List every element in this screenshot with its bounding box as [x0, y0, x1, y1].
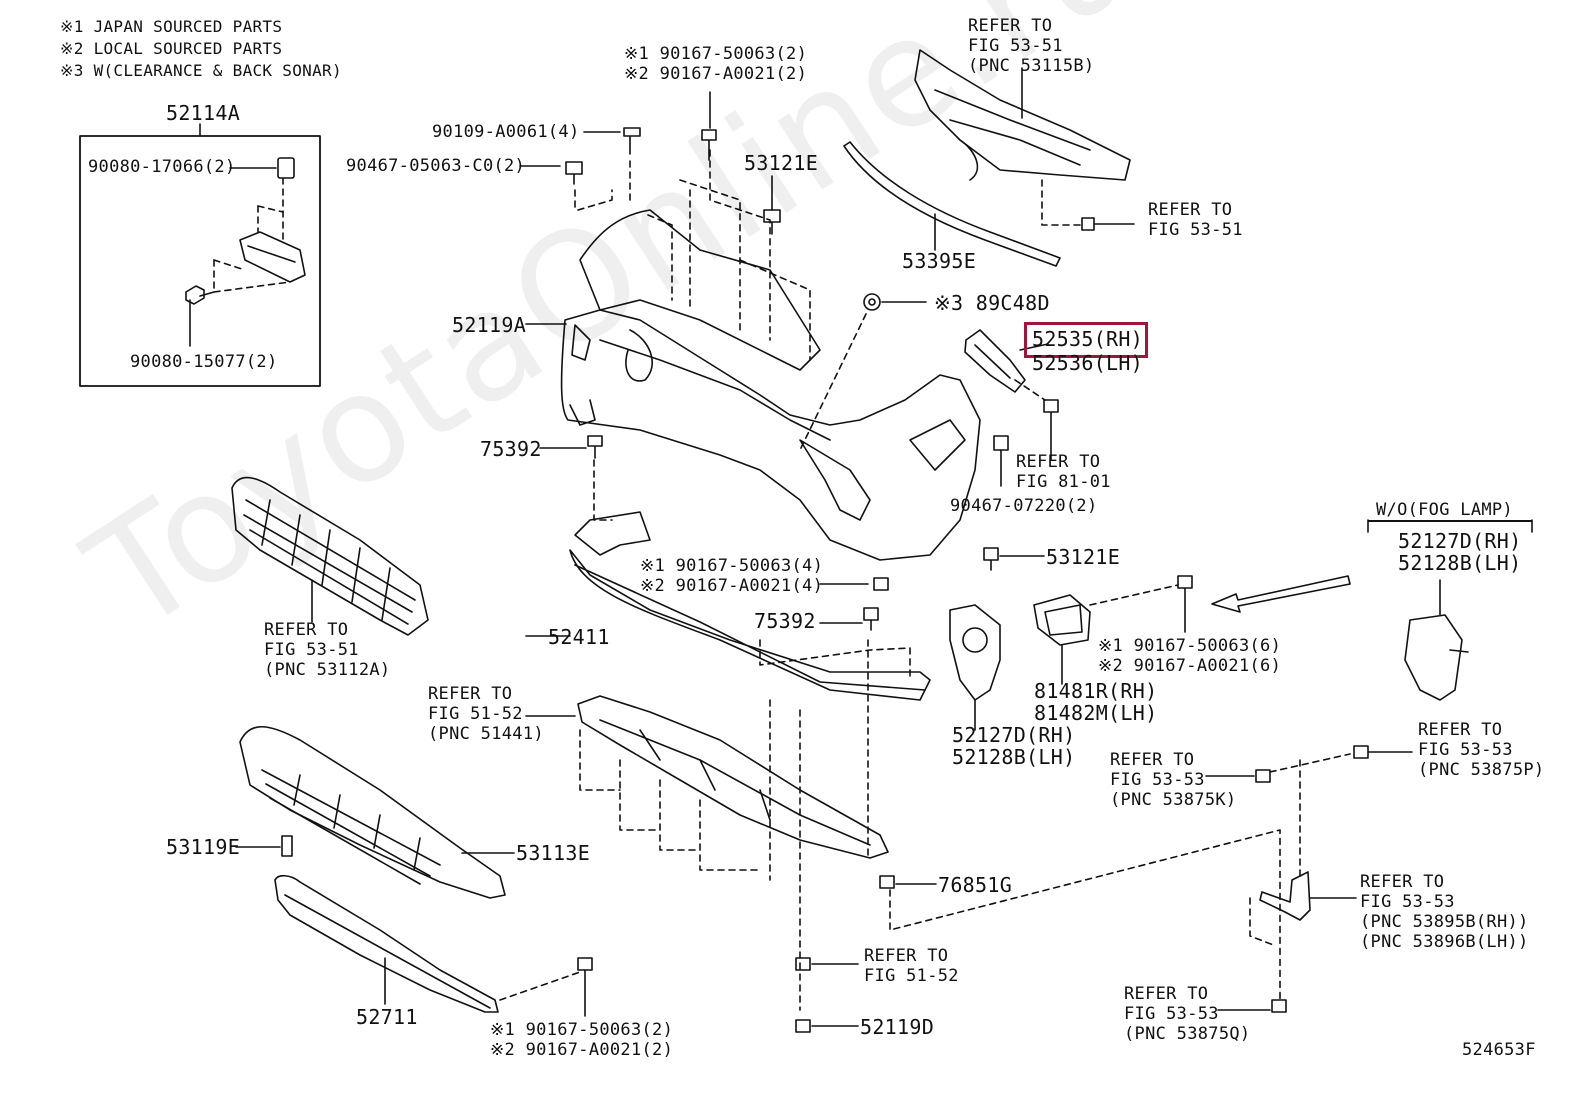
part-53113e[interactable]: 53113E	[516, 841, 591, 865]
part-81481r[interactable]: 81481R(RH) 81482M(LH)	[1034, 679, 1158, 725]
absorber-part	[914, 49, 1131, 181]
refer-fig-53-53-k[interactable]: REFER TO FIG 53-53 (PNC 53875K)	[1110, 750, 1237, 810]
part-90167-bottom[interactable]: ※1 90167-50063(2) ※2 90167-A0021(2)	[490, 1020, 674, 1060]
refer-fig-53-53-p[interactable]: REFER TO FIG 53-53 (PNC 53875P)	[1418, 720, 1545, 780]
note-local-sourced: ※2 LOCAL SOURCED PARTS	[60, 39, 283, 58]
highlight-box	[1024, 322, 1148, 358]
part-53121e-mid[interactable]: 53121E	[1046, 545, 1121, 569]
refer-fig-51-52-b[interactable]: REFER TO FIG 51-52	[864, 946, 959, 986]
part-75392-a[interactable]: 75392	[480, 437, 542, 461]
bumper-cover-part	[560, 209, 981, 561]
part-52411[interactable]: 52411	[548, 625, 610, 649]
side-bracket-part	[1259, 871, 1311, 921]
refer-fig-53-51-right[interactable]: REFER TO FIG 53-51	[1148, 200, 1243, 240]
refer-fig-53-53-q[interactable]: REFER TO FIG 53-53 (PNC 53875Q)	[1124, 984, 1251, 1044]
refer-fig-53-51-top[interactable]: REFER TO FIG 53-51 (PNC 53115B)	[968, 16, 1095, 76]
part-52711[interactable]: 52711	[356, 1005, 418, 1029]
part-90167-mid[interactable]: ※1 90167-50063(4) ※2 90167-A0021(4)	[640, 556, 824, 596]
refer-fig-51-52-a[interactable]: REFER TO FIG 51-52 (PNC 51441)	[428, 684, 544, 744]
fog-bracket-part	[1033, 594, 1091, 646]
fog-cover-part	[949, 604, 1001, 731]
part-52119d[interactable]: 52119D	[860, 1015, 935, 1039]
part-52127d-mid[interactable]: 52127D(RH) 52128B(LH)	[952, 723, 1076, 769]
part-75392-b[interactable]: 75392	[754, 609, 816, 633]
fog-cover-no-lamp-part	[1404, 614, 1469, 701]
part-90080-17066[interactable]: 90080-17066(2)	[88, 157, 236, 177]
under-cover-part	[577, 695, 889, 859]
refer-fig-53-53-b[interactable]: REFER TO FIG 53-53 (PNC 53895B(RH)) (PNC…	[1360, 872, 1529, 952]
lower-spoiler-part	[274, 874, 499, 1013]
part-52119a[interactable]: 52119A	[452, 313, 527, 337]
part-90467-07220[interactable]: 90467-07220(2)	[950, 496, 1098, 516]
figure-number: 524653F	[1462, 1040, 1536, 1060]
part-90467-05063[interactable]: 90467-05063-C0(2)	[346, 156, 526, 176]
support-bracket-part	[964, 329, 1026, 393]
sonar-ring-part	[863, 293, 881, 311]
radiator-grille-part	[231, 476, 429, 636]
part-90109-a0061[interactable]: 90109-A0061(4)	[432, 122, 580, 142]
note-japan-sourced: ※1 JAPAN SOURCED PARTS	[60, 17, 283, 36]
part-52535-rh[interactable]: 52535(RH)	[1032, 327, 1144, 351]
part-52127d-box[interactable]: 52127D(RH) 52128B(LH)	[1398, 529, 1522, 575]
refer-fig-53-51-grille[interactable]: REFER TO FIG 53-51 (PNC 53112A)	[264, 620, 391, 680]
part-53395e[interactable]: 53395E	[902, 249, 977, 273]
part-53119e[interactable]: 53119E	[166, 835, 241, 859]
part-89c48d[interactable]: ※3 89C48D	[934, 291, 1050, 315]
refer-fig-81-01[interactable]: REFER TO FIG 81-01	[1016, 452, 1111, 492]
part-90167-top[interactable]: ※1 90167-50063(2) ※2 90167-A0021(2)	[624, 44, 808, 84]
retainer-strip-part	[843, 141, 1061, 267]
part-53121e-top[interactable]: 53121E	[744, 151, 819, 175]
note-clearance-sonar: ※3 W(CLEARANCE & BACK SONAR)	[60, 61, 342, 80]
part-90080-15077[interactable]: 90080-15077(2)	[130, 352, 278, 372]
part-52536-lh[interactable]: 52536(LH)	[1032, 351, 1144, 375]
license-bracket-part	[185, 157, 306, 305]
lower-bumper-part	[569, 511, 931, 701]
bolt-icons-top	[565, 127, 781, 235]
lower-grille-part	[239, 726, 506, 899]
label-wo-fog-lamp: W/O(FOG LAMP)	[1376, 500, 1513, 520]
part-90167-right[interactable]: ※1 90167-50063(6) ※2 90167-A0021(6)	[1098, 636, 1282, 676]
part-76851g[interactable]: 76851G	[938, 873, 1013, 897]
inset-title[interactable]: 52114A	[166, 101, 241, 125]
